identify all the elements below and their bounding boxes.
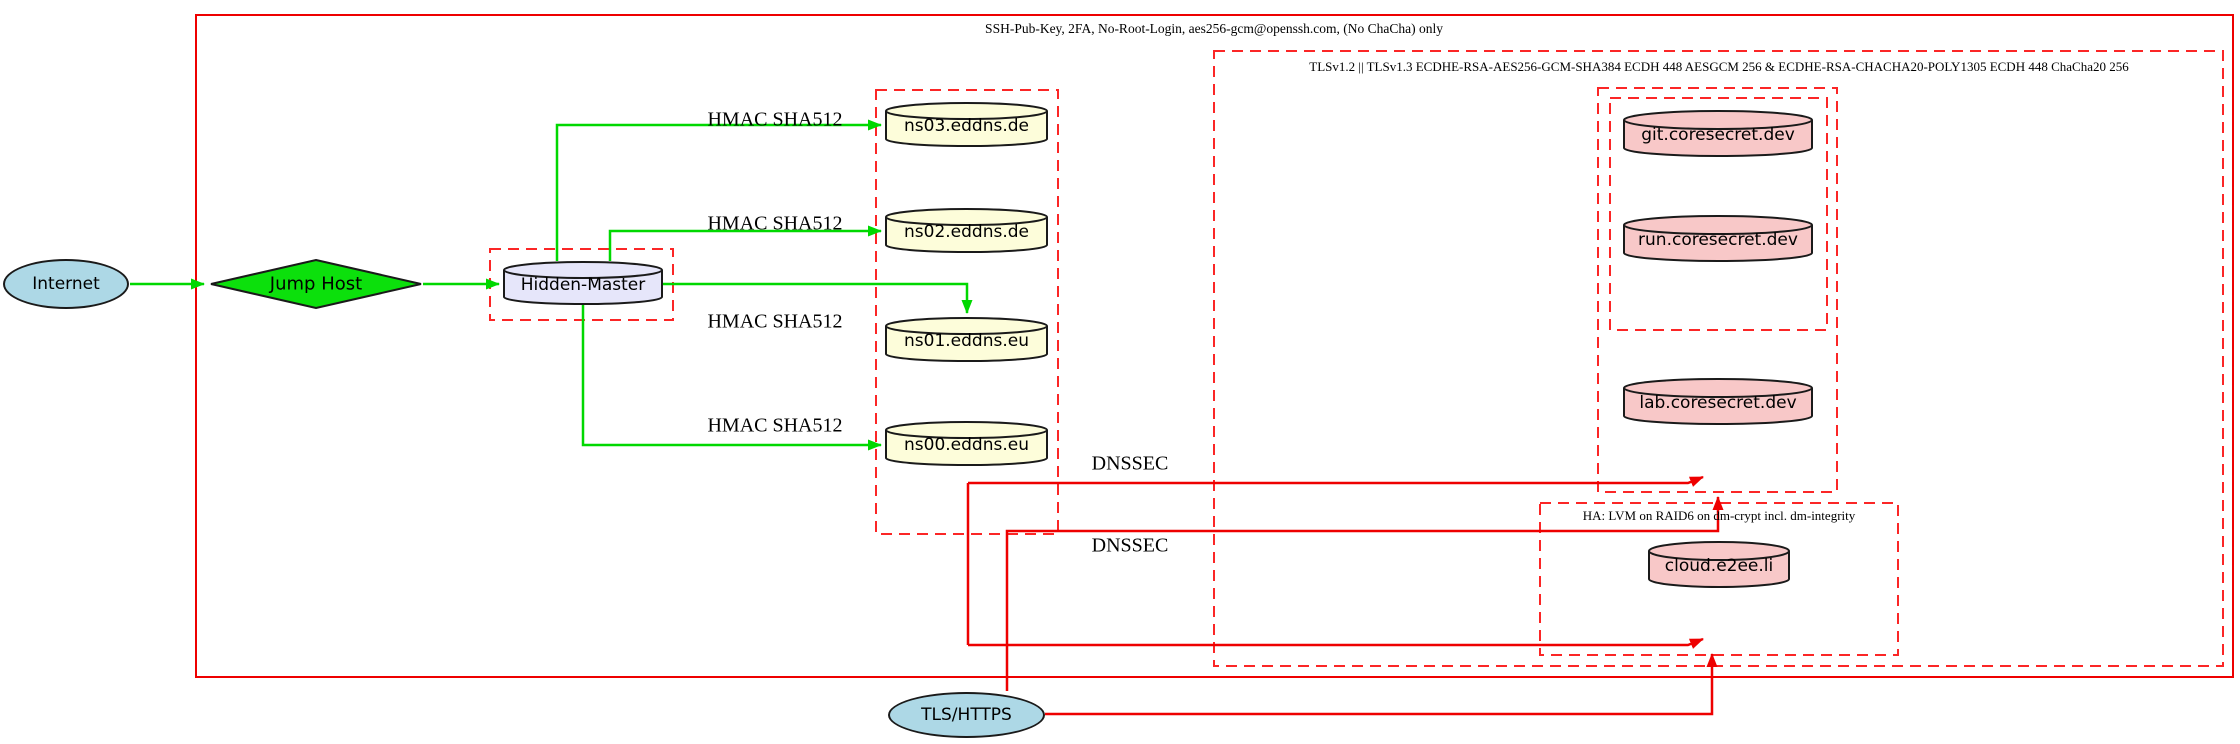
node-ns00-label: ns00.eddns.eu <box>904 435 1029 456</box>
cylinder-shape <box>503 261 663 305</box>
tls-cluster-label: TLSv1.2 || TLSv1.3 ECDHE-RSA-AES256-GCM-… <box>1309 59 2129 74</box>
node-tls-https-label: TLS/HTTPS <box>921 705 1012 725</box>
edge-hiddenmaster-ns01 <box>663 282 973 314</box>
node-run-label: run.coresecret.dev <box>1638 230 1798 251</box>
edge-dnssec-coresecret <box>968 475 1704 487</box>
node-lab: lab.coresecret.dev <box>1623 378 1813 425</box>
coresecret-outer-cluster-box <box>1597 87 1838 493</box>
node-hidden-master-label: Hidden-Master <box>520 274 646 295</box>
diamond-shape <box>210 259 422 309</box>
node-ns03-label: ns03.eddns.de <box>904 116 1029 137</box>
edge-label-hmac-ns00: HMAC SHA512 <box>707 414 843 437</box>
node-git-label: git.coresecret.dev <box>1641 125 1795 146</box>
ha-cluster-box <box>1539 502 1899 656</box>
edge-hiddenmaster-ns00 <box>581 305 882 451</box>
cylinder-shape <box>885 421 1048 466</box>
node-ns01: ns01.eddns.eu <box>885 317 1048 362</box>
node-run: run.coresecret.dev <box>1623 215 1813 262</box>
edge-hiddenmaster-ns02 <box>608 225 882 261</box>
edge-tlshttps-ha <box>1045 653 1718 716</box>
node-cloud-label: cloud.e2ee.li <box>1664 556 1774 577</box>
tls-cluster-box <box>1213 50 2224 667</box>
node-jump-host-label: Jump Host <box>269 273 363 295</box>
edge-dnssec-ha <box>968 637 1704 649</box>
node-hidden-master: Hidden-Master <box>503 261 663 305</box>
edge-label-dnssec-2: DNSSEC <box>1091 534 1169 557</box>
edge-label-hmac-ns02: HMAC SHA512 <box>707 212 843 235</box>
node-internet-label: Internet <box>32 274 100 294</box>
ssh-cluster-box <box>195 14 2234 678</box>
node-lab-label: lab.coresecret.dev <box>1639 393 1797 414</box>
node-ns01-label: ns01.eddns.eu <box>904 331 1029 352</box>
node-ns00: ns00.eddns.eu <box>885 421 1048 466</box>
node-git: git.coresecret.dev <box>1623 110 1813 157</box>
edge-tlshttps-coresecret <box>1005 496 1724 691</box>
cylinder-shape <box>1623 215 1813 262</box>
cylinder-shape <box>1623 110 1813 157</box>
edge-label-dnssec-1: DNSSEC <box>1091 452 1169 475</box>
cylinder-shape <box>885 208 1048 253</box>
cylinder-shape <box>885 102 1048 147</box>
cylinder-shape <box>1648 541 1790 588</box>
node-ns02-label: ns02.eddns.de <box>904 222 1029 243</box>
node-cloud: cloud.e2ee.li <box>1648 541 1790 588</box>
node-tls-https: TLS/HTTPS <box>888 692 1045 738</box>
edge-label-hmac-ns01: HMAC SHA512 <box>707 310 843 333</box>
ssh-cluster-label: SSH-Pub-Key, 2FA, No-Root-Login, aes256-… <box>985 21 1443 36</box>
nameserver-cluster-box <box>875 89 1059 535</box>
cylinder-shape <box>1623 378 1813 425</box>
edge-label-hmac-ns03: HMAC SHA512 <box>707 108 843 131</box>
node-ns03: ns03.eddns.de <box>885 102 1048 147</box>
node-internet: Internet <box>3 259 129 309</box>
edge-hiddenmaster-ns03 <box>555 119 882 261</box>
coresecret-inner-cluster-box <box>1609 97 1828 331</box>
node-ns02: ns02.eddns.de <box>885 208 1048 253</box>
cylinder-shape <box>885 317 1048 362</box>
ha-cluster-label: HA: LVM on RAID6 on dm-crypt incl. dm-in… <box>1582 508 1856 523</box>
node-jump-host: Jump Host <box>209 259 423 309</box>
